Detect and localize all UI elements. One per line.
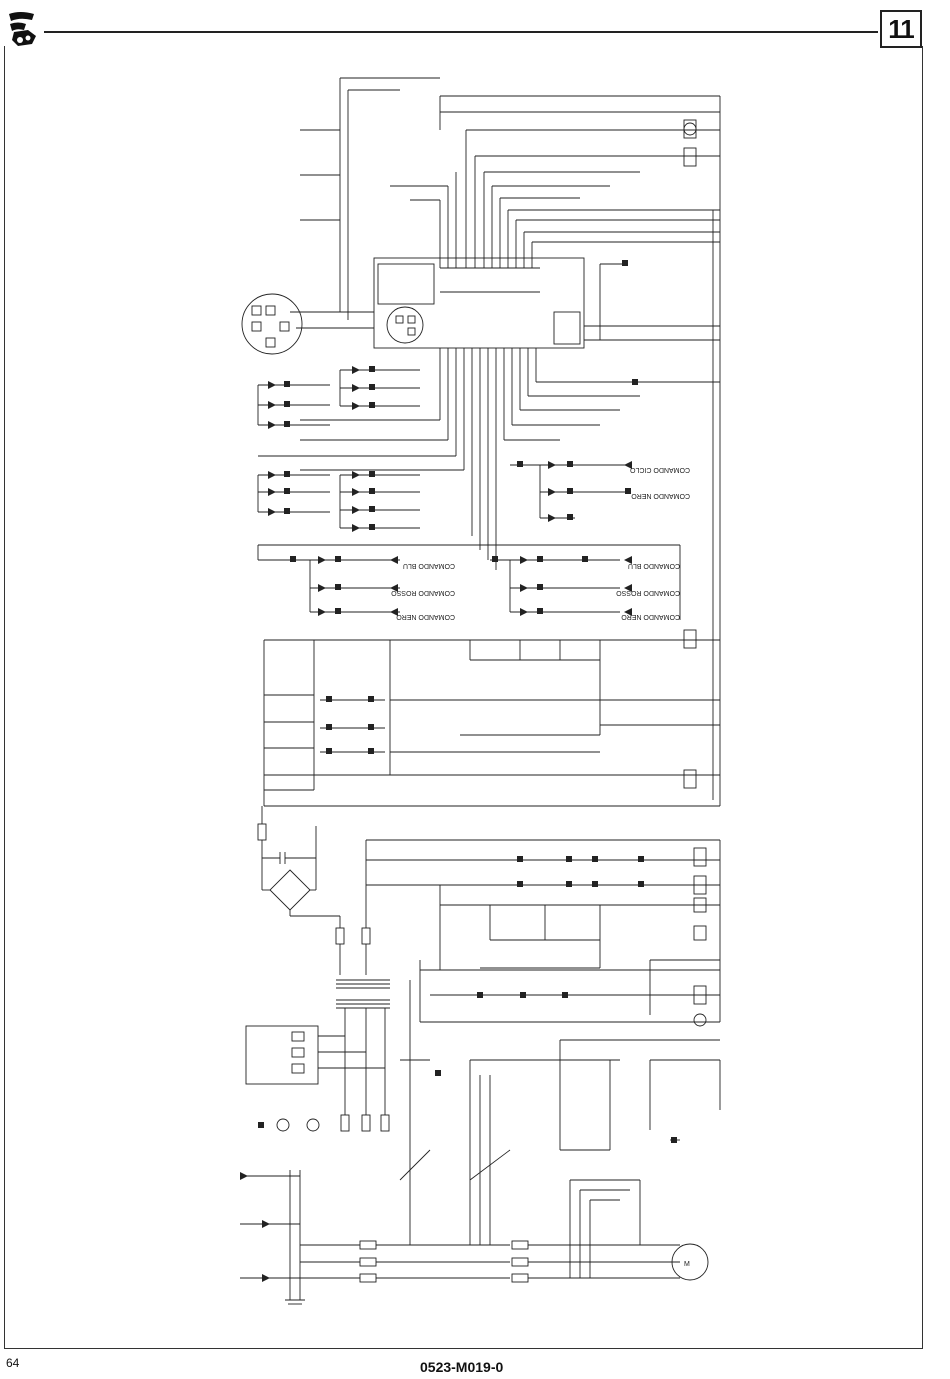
label-comando-blu-1: COMANDO BLU bbox=[403, 562, 455, 569]
label-comando-ciclo: COMANDO CICLO bbox=[630, 466, 690, 473]
document-code: 0523-M019-0 bbox=[420, 1359, 503, 1375]
label-comando-blu-2: COMANDO BLU bbox=[628, 562, 680, 569]
label-motor: M bbox=[684, 1261, 690, 1268]
page-number: 64 bbox=[6, 1356, 19, 1370]
label-comando-rosso-2: COMANDO ROSSO bbox=[616, 589, 680, 596]
label-comando-rosso-1: COMANDO ROSSO bbox=[391, 589, 455, 596]
label-comando-nero-3: COMANDO NERO bbox=[621, 613, 680, 620]
label-comando-nero-1: COMANDO NERO bbox=[631, 492, 690, 499]
label-comando-nero-2: COMANDO NERO bbox=[396, 613, 455, 620]
